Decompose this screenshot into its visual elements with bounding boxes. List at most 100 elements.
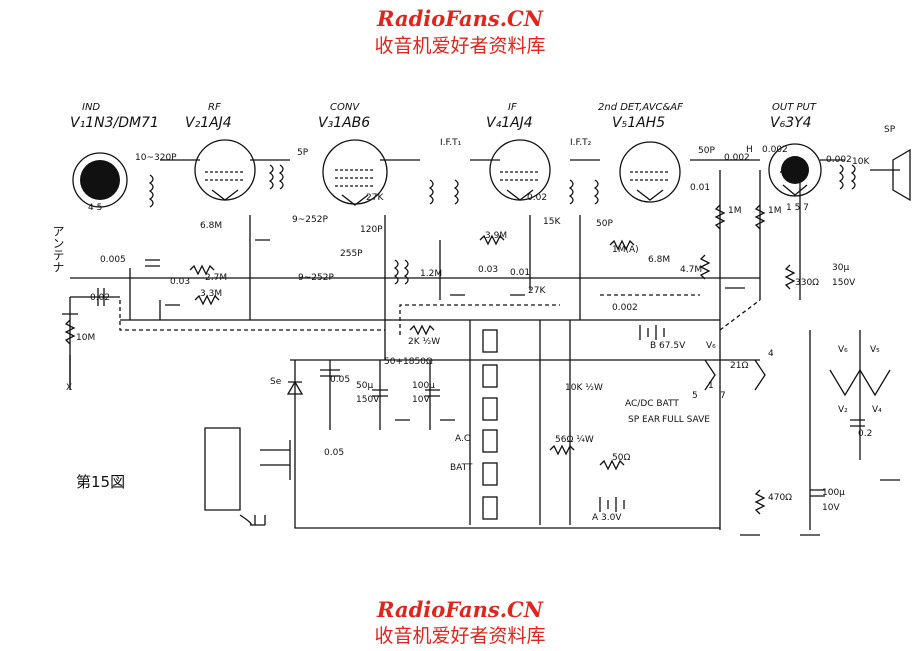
switch-section-4 [482, 429, 498, 453]
value-label: 10M [76, 333, 95, 343]
tube-v5-envelope [619, 141, 681, 203]
value-label: 1.2M [420, 269, 442, 279]
value-label: A.C [455, 434, 470, 444]
value-label: V₄ [872, 405, 882, 415]
resistors [189, 234, 635, 471]
value-label: A 3.0V [592, 513, 622, 523]
value-label: 10V [822, 503, 840, 513]
value-label: V₆ [838, 345, 848, 355]
value-label: 21Ω [730, 361, 748, 371]
stage-ind: IND [82, 102, 100, 113]
value-label: 0.2 [858, 429, 872, 439]
value-label: 5 [692, 391, 698, 401]
tube-v4-envelope [489, 139, 551, 201]
value-label: SP EAR [628, 415, 660, 425]
value-label: 30μ [832, 263, 849, 273]
value-label: 1M(A) [612, 245, 639, 255]
value-label: 10~320P [135, 153, 177, 163]
tube-v1-envelope [72, 152, 128, 208]
stage-rf: RF [208, 102, 221, 113]
switch-section-5 [482, 462, 498, 486]
value-label: 0.01 [510, 268, 530, 278]
value-label: 4 5 [88, 203, 102, 213]
value-label: 0.05 [330, 375, 350, 385]
value-label: 1 [708, 381, 714, 391]
selenium-rectifier [286, 380, 304, 395]
value-label: 10V [412, 395, 430, 405]
value-label: 27K [366, 193, 384, 203]
value-label: 15K [543, 217, 561, 227]
battery-a [599, 497, 625, 512]
value-label: 1M [768, 206, 782, 216]
capacitors [97, 259, 865, 497]
value-label: V₂ [838, 405, 848, 415]
value-label: 0.03 [478, 265, 498, 275]
label-selenium: Se [270, 377, 282, 387]
stage-output: OUT PUT [772, 102, 817, 113]
ift2-windings [568, 179, 599, 205]
value-label: 100μ [822, 488, 845, 498]
tube-v2: V₂1AJ4 [185, 115, 232, 131]
value-label: 6.8M [648, 255, 670, 265]
ift1-windings [428, 179, 459, 205]
switch-section-2 [482, 364, 498, 388]
oscillator-coil [393, 259, 409, 285]
value-label: 10K [852, 157, 870, 167]
tube-v2-envelope [194, 139, 256, 201]
figure-label: 第15図 [76, 473, 125, 491]
value-label: 7 [720, 391, 726, 401]
value-label: X [66, 383, 72, 393]
switch-section-1 [482, 329, 498, 353]
value-label: 0.002 [826, 155, 852, 165]
value-label: BATT [450, 463, 473, 473]
value-label: 150V [356, 395, 380, 405]
switch-section-3 [482, 397, 498, 421]
tube-v6: V₆3Y4 [770, 115, 812, 131]
value-label: 10K ½W [565, 383, 603, 393]
value-label: 50μ [356, 381, 373, 391]
value-label: V₆ [706, 341, 716, 351]
speaker-symbol [870, 148, 911, 202]
antenna-coil [148, 174, 154, 208]
value-label: 0.005 [100, 255, 126, 265]
value-label: H [746, 145, 753, 155]
value-label: 100μ [412, 381, 435, 391]
value-label: 3.9M [485, 231, 507, 241]
value-label: 56Ω ¼W [555, 435, 594, 445]
tube-v4: V₄1AJ4 [486, 115, 533, 131]
value-label: 4.7M [680, 265, 702, 275]
value-label: AC/DC BATT [625, 399, 679, 409]
value-label: B 67.5V [650, 341, 686, 351]
stage-2nd-det: 2nd DET,AVC&AF [598, 102, 683, 113]
value-label: 0.002 [612, 303, 638, 313]
value-label: 255P [340, 249, 363, 259]
tube-v6-envelope [768, 143, 822, 197]
tube-v3: V₃1AB6 [318, 115, 370, 131]
value-label: 5P [297, 148, 309, 158]
value-label: 50P [596, 219, 613, 229]
value-label: 0.02 [90, 293, 110, 303]
value-label: 27K [528, 286, 546, 296]
value-label: V₅ [870, 345, 880, 355]
tube-v1: V₁1N3/DM71 [70, 115, 159, 131]
value-label: 0.05 [324, 448, 344, 458]
output-tube-core [781, 156, 809, 184]
value-label: 9~252P [298, 273, 334, 283]
value-label: 2K ½W [408, 337, 440, 347]
value-label: 3.3M [200, 289, 222, 299]
label-ift1: I.F.T₁ [440, 138, 462, 148]
value-label: 0.01 [690, 183, 710, 193]
label-speaker: SP [884, 125, 896, 135]
rf-transformer [268, 164, 284, 190]
output-transformer [838, 164, 856, 190]
switch-section-6 [482, 496, 498, 520]
wire-antenna-feed [69, 296, 120, 390]
watermark-site-bottom: RadioFans.CN [377, 597, 543, 622]
value-label: 50Ω [612, 453, 630, 463]
value-label: 6.8M [200, 221, 222, 231]
value-label: 1 5 7 [786, 203, 809, 213]
value-label: 150V [832, 278, 856, 288]
tube-v5: V₅1AH5 [612, 115, 665, 131]
value-label: 0.002 [724, 153, 750, 163]
